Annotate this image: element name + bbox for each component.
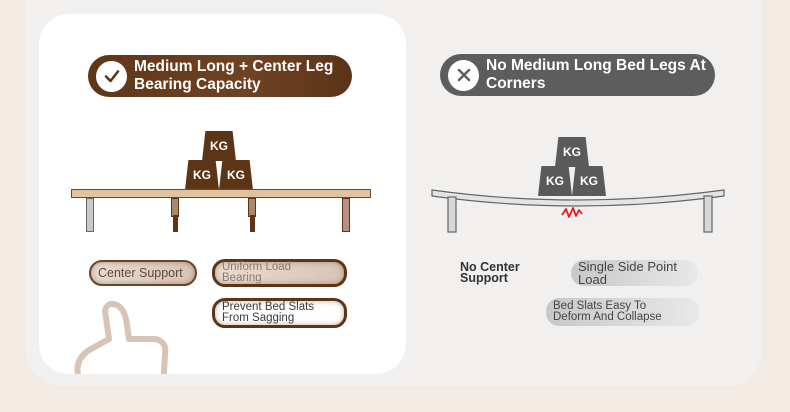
recommended-title: Medium Long + Center Leg Bearing Capacit… bbox=[134, 58, 334, 93]
tag-prevent-sagging: Prevent Bed Slats From Sagging bbox=[212, 298, 347, 328]
crack-icon bbox=[561, 207, 583, 218]
weight-block: KG bbox=[202, 131, 236, 161]
bed-leg bbox=[86, 198, 94, 232]
bed-slat-bent bbox=[431, 189, 725, 233]
center-leg-foot bbox=[250, 215, 255, 232]
weight-block: KG bbox=[555, 137, 589, 167]
close-icon bbox=[448, 59, 479, 91]
weight-block: KG bbox=[572, 166, 606, 196]
weight-block: KG bbox=[219, 160, 253, 190]
thumbs-up-icon bbox=[74, 300, 169, 374]
tag-center-support: Center Support bbox=[89, 260, 197, 286]
recommended-title-pill: Medium Long + Center Leg Bearing Capacit… bbox=[88, 55, 352, 97]
tag-uniform-bearing: Uniform Load Bearing bbox=[212, 259, 347, 287]
check-icon bbox=[96, 60, 127, 92]
weight-block: KG bbox=[185, 160, 219, 190]
not-recommended-title: No Medium Long Bed Legs At Corners bbox=[486, 57, 706, 92]
tag-deform-collapse: Bed Slats Easy To Deform And Collapse bbox=[546, 298, 699, 326]
center-leg-foot bbox=[173, 215, 178, 232]
bed-slat-straight bbox=[71, 189, 371, 198]
weight-block: KG bbox=[538, 166, 572, 196]
tag-single-point-load: Single Side Point Load bbox=[571, 260, 698, 286]
bed-leg bbox=[342, 198, 350, 232]
tag-no-center-support: No Center Support bbox=[460, 260, 520, 285]
not-recommended-title-pill: No Medium Long Bed Legs At Corners bbox=[440, 54, 715, 96]
